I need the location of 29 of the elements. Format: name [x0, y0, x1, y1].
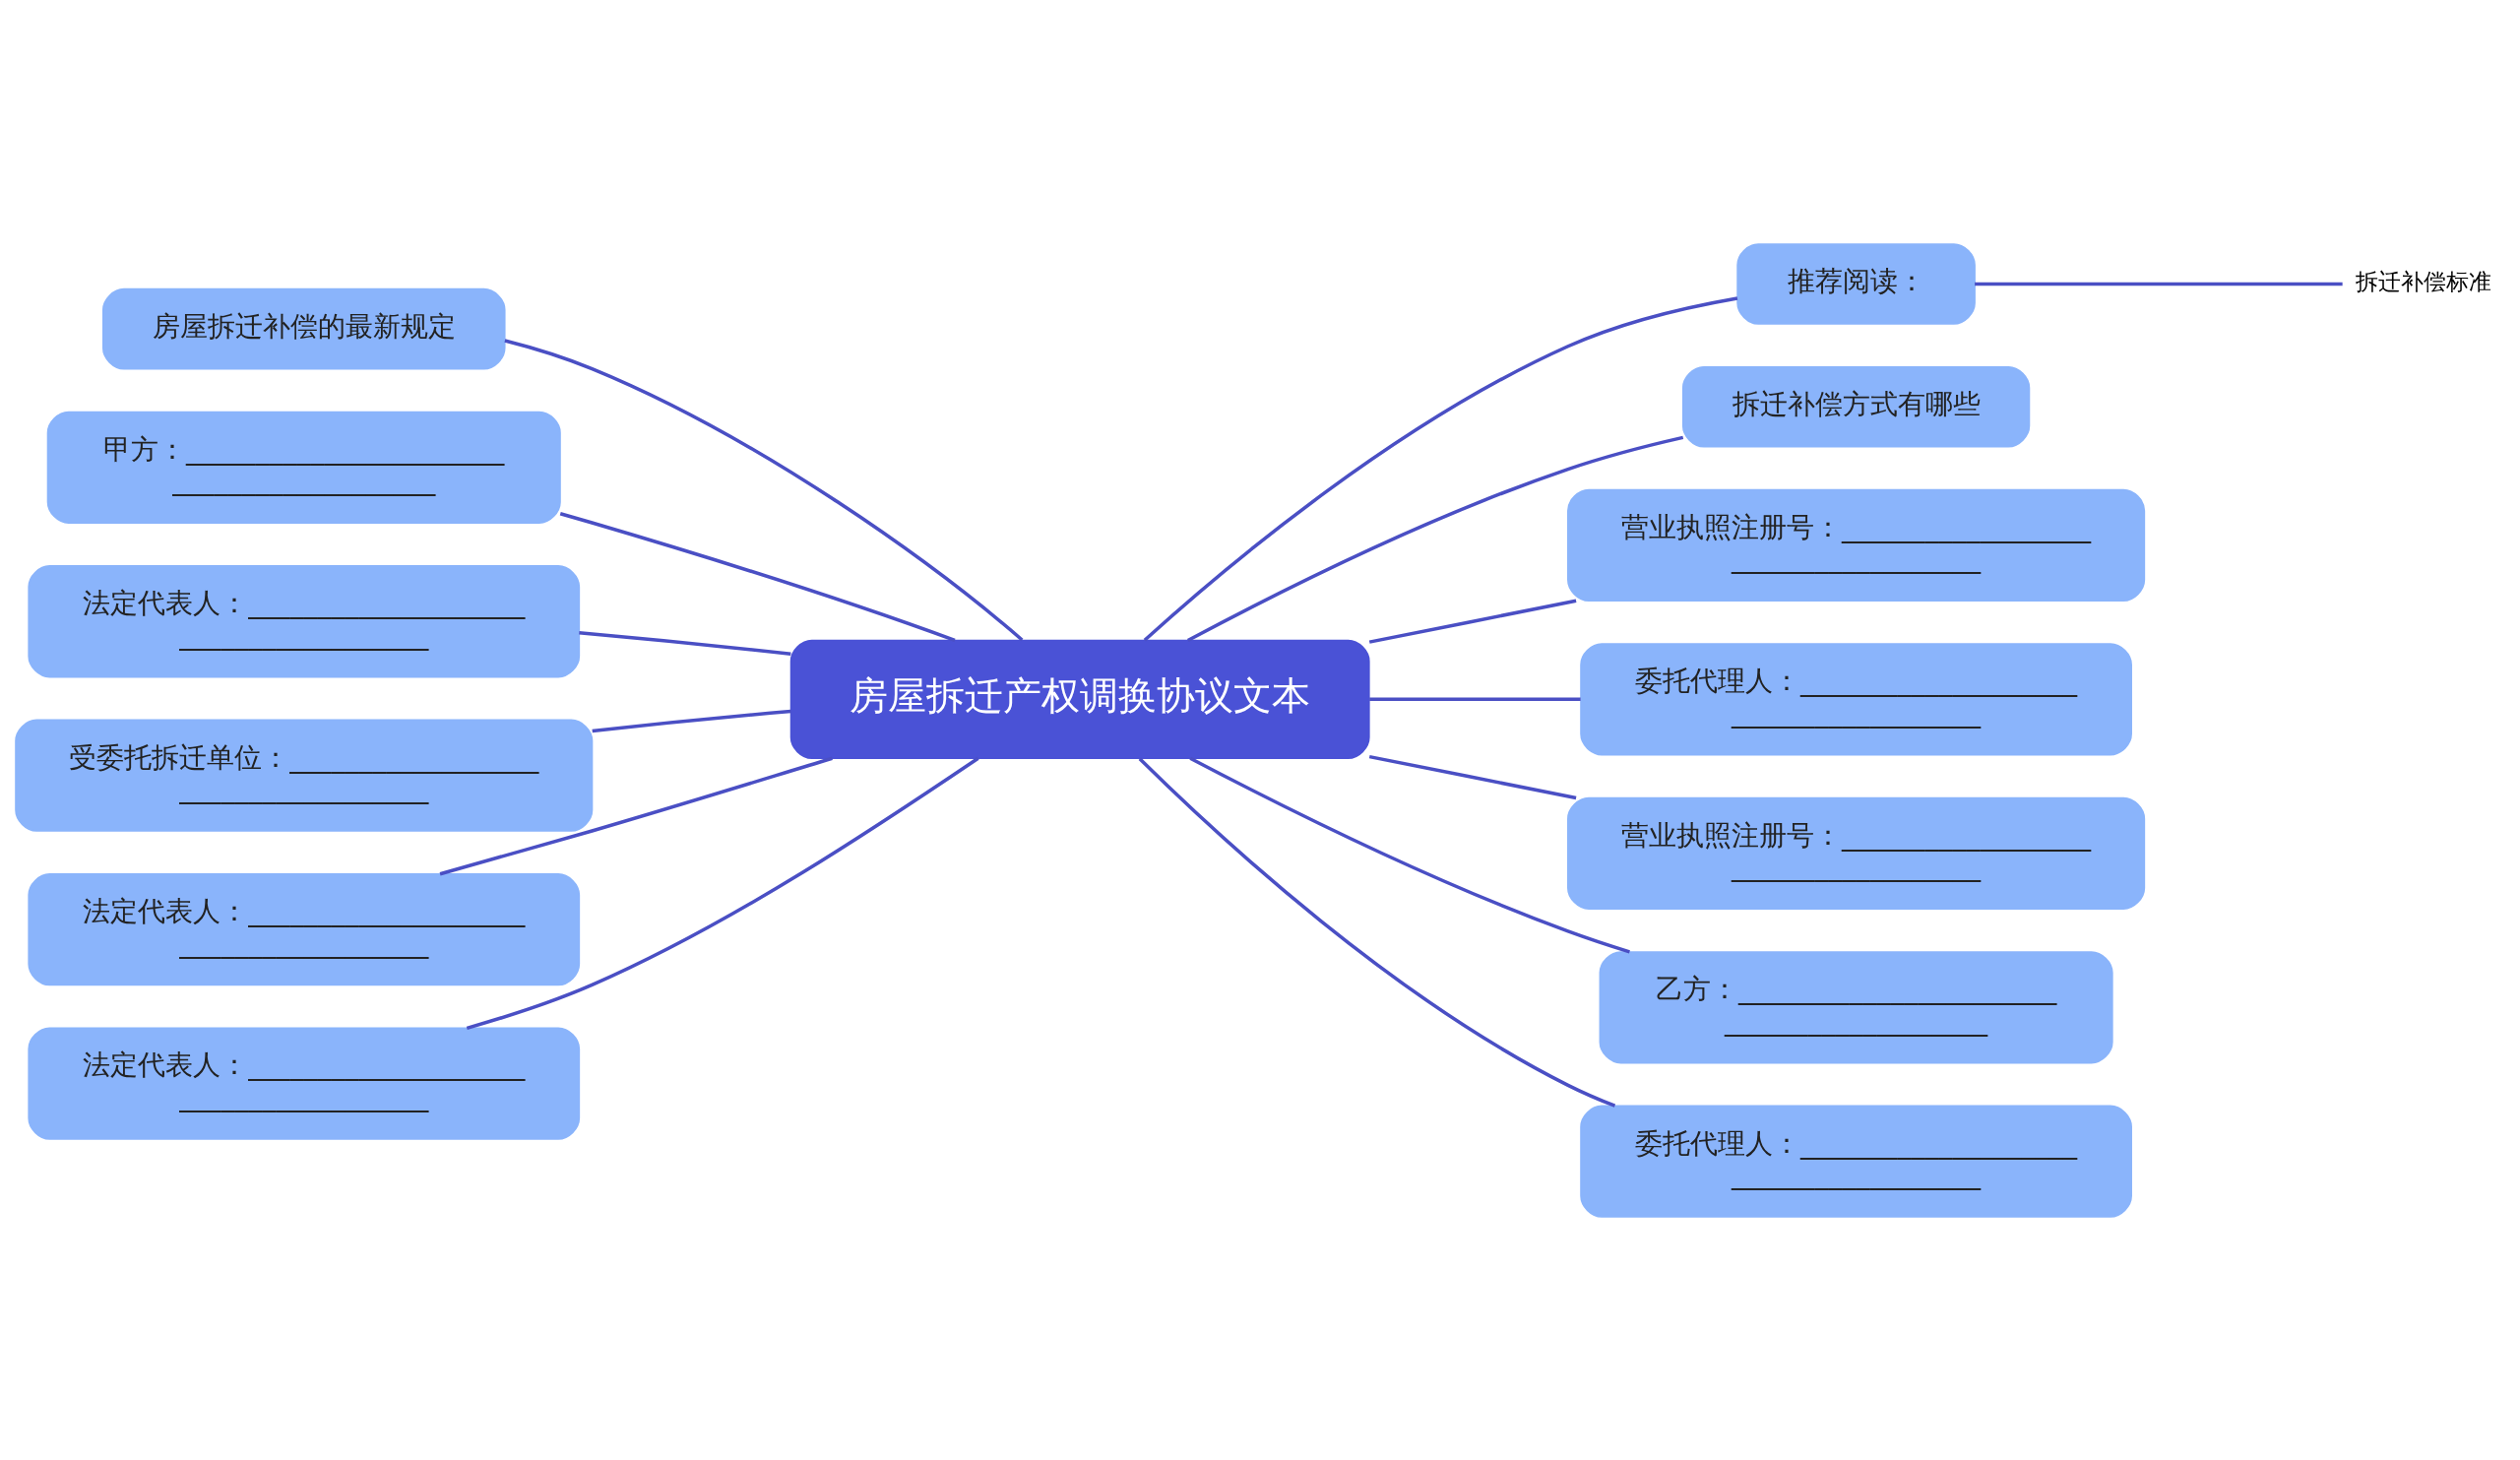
connector: [1186, 435, 1684, 642]
node-box: 拆迁补偿方式有哪些: [1681, 365, 2031, 448]
node-box: 甲方：__________________________________________: [46, 411, 561, 524]
connector: [504, 338, 1024, 641]
node-text: 拆迁补偿标准: [2356, 268, 2492, 294]
connector: [1368, 599, 1577, 644]
node-box: 房屋拆迁产权调换协议文本: [789, 639, 1370, 759]
node-box: 法定代表人：______________________________________: [28, 872, 581, 985]
connector: [1143, 295, 1738, 641]
connector: [1189, 756, 1630, 954]
node-box: 受委托拆迁单位：____________________________________: [15, 719, 594, 832]
connector: [1369, 697, 1581, 701]
node-box: 推荐阅读：: [1736, 242, 1976, 325]
node-box: 房屋拆迁补偿的最新规定: [101, 287, 506, 369]
node-box: 法定代表人：______________________________________: [28, 564, 581, 677]
connector: [439, 756, 833, 875]
connector: [466, 756, 979, 1030]
connector: [592, 709, 791, 732]
node-box: 委托代理人：______________________________________: [1580, 1105, 2132, 1218]
connector: [1368, 754, 1577, 799]
connector: [559, 511, 956, 642]
connector: [579, 630, 791, 656]
node-box: 法定代表人：______________________________________: [28, 1026, 581, 1140]
node-box: 委托代理人：______________________________________: [1580, 642, 2132, 755]
node-box: 乙方：__________________________________________: [1599, 950, 2113, 1063]
connector: [1975, 282, 2343, 286]
connector: [1138, 757, 1616, 1108]
node-box: 营业执照注册号：____________________________________: [1567, 488, 2146, 602]
node-box: 营业执照注册号：____________________________________: [1567, 796, 2146, 910]
